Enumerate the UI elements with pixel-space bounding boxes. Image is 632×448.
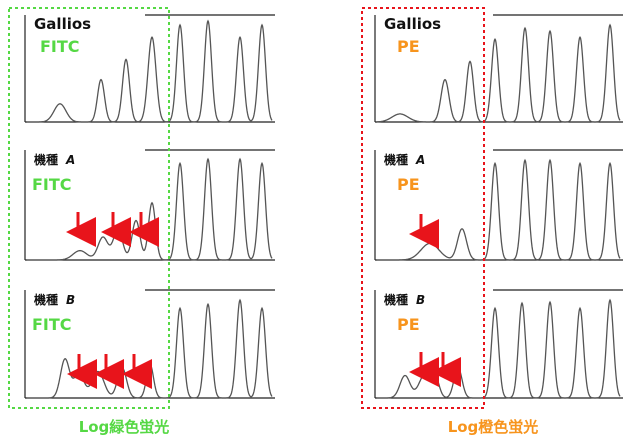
instrument-label: 機種 A [384, 152, 425, 167]
instrument-name: 機種 [384, 152, 408, 167]
channel-label: PE [397, 315, 420, 334]
histogram-trace [377, 158, 621, 261]
instrument-suffix: A [415, 153, 425, 167]
instrument-name: 機種 [34, 152, 58, 167]
channel-label: FITC [32, 315, 72, 334]
instrument-suffix: A [65, 153, 75, 167]
histogram-panel-5: 機種 A PE [374, 149, 623, 261]
instrument-suffix: B [416, 293, 425, 307]
channel-label: FITC [40, 37, 80, 56]
instrument-label: 機種 B [34, 292, 75, 307]
channel-label: PE [397, 175, 420, 194]
histogram-panel-3: 機種 B FITC [24, 289, 275, 399]
channel-label: PE [397, 37, 420, 56]
instrument-name: 機種 [34, 292, 58, 307]
instrument-suffix: B [66, 293, 75, 307]
instrument-label: 機種 A [34, 152, 75, 167]
histogram-panel-6: 機種 B PE [374, 289, 623, 399]
fitc-axis-label: Log緑色蛍光 [79, 418, 170, 436]
histogram-trace [376, 23, 621, 123]
instrument-name: Gallios [384, 15, 441, 33]
histogram-panel-2: 機種 A FITC [24, 149, 275, 261]
instrument-label: Gallios [34, 15, 91, 33]
instrument-label: 機種 B [384, 292, 425, 307]
channel-label: FITC [32, 175, 72, 194]
fitc-selection-box [8, 7, 170, 409]
histogram-trace [27, 157, 273, 261]
instrument-name: Gallios [34, 15, 91, 33]
histogram-trace [27, 19, 273, 123]
pe-selection-box [361, 7, 485, 409]
instrument-label: Gallios [384, 15, 441, 33]
instrument-name: 機種 [384, 292, 408, 307]
pe-axis-label: Log橙色蛍光 [448, 418, 539, 436]
